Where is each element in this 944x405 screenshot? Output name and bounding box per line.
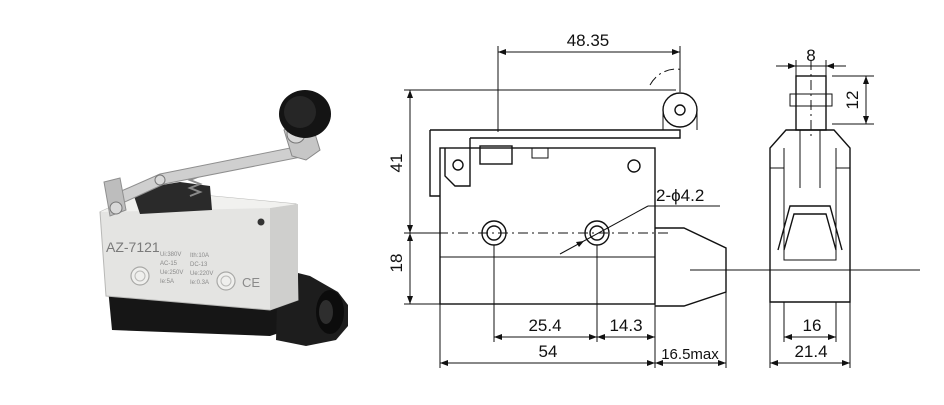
dim-roller-height: 12: [843, 91, 862, 110]
roller-outline: [662, 92, 698, 128]
front-view-drawing: 48.35 41 18 2-ϕ4.2 25.4 14.3 54 16.5max: [387, 31, 920, 368]
ce-mark: CE: [242, 275, 260, 290]
switch-body-outline: [439, 147, 656, 305]
rating-text: Ie:0.3A: [190, 280, 209, 286]
model-label: AZ-7121: [106, 239, 160, 255]
mount-hole-small: [627, 159, 641, 173]
product-photo: AZ-7121 Ui:380V Ith:10A AC-15 DC-13 Ue:2…: [99, 90, 348, 346]
rating-text: Ue:220V: [190, 271, 213, 277]
rating-text: DC-13: [190, 262, 208, 268]
dim-roller-width: 8: [806, 46, 815, 65]
lever-arm: [430, 129, 681, 139]
side-view-drawing: 8 12 16 21.4: [769, 46, 874, 368]
rating-text: AC-15: [160, 261, 178, 267]
rating-text: Ie:5A: [160, 279, 174, 285]
screw-hole-icon: [130, 266, 150, 286]
dim-lever-length: 48.35: [567, 31, 610, 50]
dim-height-top: 41: [387, 154, 406, 173]
dim-height-bottom: 18: [387, 254, 406, 273]
hole-callout: 2-ϕ4.2: [656, 186, 704, 205]
dim-body-width: 21.4: [794, 342, 827, 361]
dim-plunger: 16.5max: [661, 346, 719, 363]
rating-text: Ui:380V: [160, 252, 181, 258]
dim-inner-width: 16: [803, 316, 822, 335]
rating-text: Ue:250V: [160, 270, 183, 276]
dim-hole-spacing: 25.4: [528, 316, 561, 335]
side-body-outline: [769, 129, 851, 303]
screw-hole-icon: [216, 271, 236, 291]
dim-hole-to-edge: 14.3: [609, 316, 642, 335]
rating-text: Ith:10A: [190, 253, 209, 259]
ratings-block: Ui:380V Ith:10A AC-15 DC-13 Ue:250V Ue:2…: [160, 252, 213, 286]
dim-body-length: 54: [539, 342, 558, 361]
plunger-outline: [655, 227, 727, 307]
